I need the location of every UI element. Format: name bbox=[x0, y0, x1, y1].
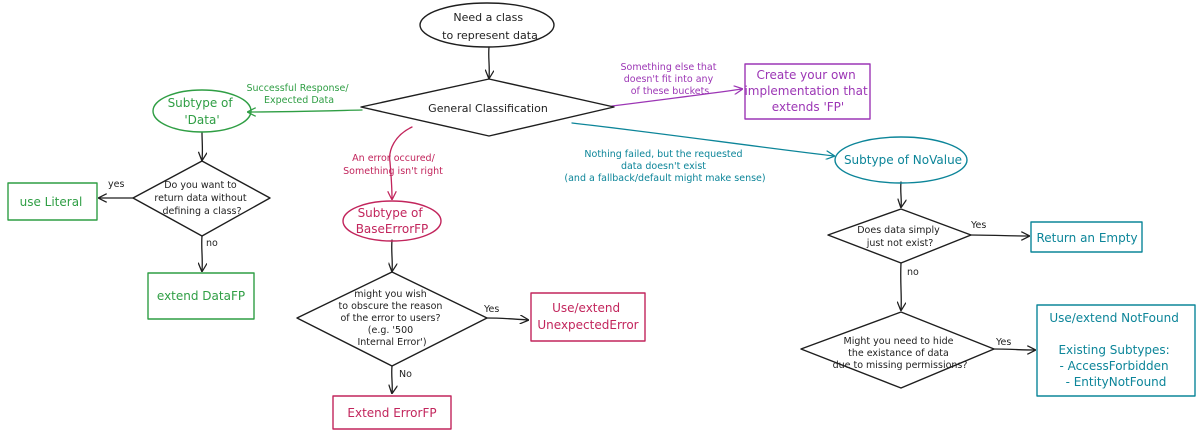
node-return-empty[interactable]: Return an Empty bbox=[1030, 221, 1143, 253]
svg-text:Might you need to hide: Might you need to hide the existance of … bbox=[833, 336, 968, 371]
node-obscureq-line: might you wish bbox=[354, 289, 427, 300]
node-notexistq-line: Does data simply bbox=[857, 225, 940, 236]
node-unexpected-line: Use/extend bbox=[552, 301, 620, 315]
edge-general-to-novalue bbox=[571, 122, 834, 156]
label-yes-empty: Yes bbox=[970, 220, 986, 231]
node-start[interactable]: Need a class to represent data bbox=[419, 2, 555, 48]
node-novalue-line: Subtype of NoValue bbox=[844, 153, 962, 167]
edge-general-to-data bbox=[248, 110, 363, 112]
node-notfound-line: - EntityNotFound bbox=[1066, 375, 1167, 389]
node-data-line: 'Data' bbox=[184, 113, 219, 127]
node-extend-datafp[interactable]: extend DataFP bbox=[147, 272, 255, 320]
node-literal-line: use Literal bbox=[20, 195, 83, 209]
node-subtype-novalue[interactable]: Subtype of NoValue bbox=[834, 136, 968, 184]
svg-text:extend DataFP: extend DataFP bbox=[157, 289, 245, 303]
node-obscureq-line: of the error to users? bbox=[340, 313, 440, 324]
edge-notexistq-to-hideq bbox=[901, 262, 902, 310]
label-no-errorfp: No bbox=[399, 369, 412, 380]
node-returnq-line: defining a class? bbox=[162, 206, 241, 217]
svg-text:Do you want to return: Do you want to return data without defin… bbox=[154, 180, 249, 217]
svg-text:General Classification: General Classification bbox=[428, 102, 548, 115]
node-empty-line: Return an Empty bbox=[1036, 231, 1137, 245]
svg-text:Return an Empty: Return an Empty bbox=[1036, 231, 1137, 245]
node-hideq-line: the existance of data bbox=[848, 348, 949, 359]
edge-obscureq-to-errorfp bbox=[392, 365, 393, 393]
edge-start-to-general bbox=[489, 46, 490, 78]
label-no-datafp: no bbox=[206, 238, 218, 249]
node-use-literal[interactable]: use Literal bbox=[7, 182, 98, 221]
svg-text:Subtype of BaseErrorFP: Subtype of BaseErrorFP bbox=[356, 206, 429, 236]
node-general-line: General Classification bbox=[428, 102, 548, 115]
nodes: Need a class to represent data General C… bbox=[7, 2, 1196, 430]
svg-text:Subtype of 'Data': Subtype of 'Data' bbox=[168, 96, 237, 127]
edge-labels: Successful Response/ Expected Data Somet… bbox=[108, 62, 1011, 380]
node-custom-line: Create your own bbox=[756, 68, 855, 82]
node-hideq-line: Might you need to hide bbox=[844, 336, 954, 347]
node-obscureq-line: (e.g. '500 bbox=[368, 325, 413, 336]
svg-text:Subtype of NoValue: Subtype of NoValue bbox=[844, 153, 962, 167]
svg-text:Does data simply just: Does data simply just not exist? bbox=[857, 225, 943, 249]
edges bbox=[99, 46, 1035, 393]
node-return-data-question[interactable]: Do you want to return data without defin… bbox=[132, 160, 271, 237]
node-obscureq-line: Internal Error') bbox=[357, 337, 426, 348]
svg-text:Extend ErrorFP: Extend ErrorFP bbox=[347, 406, 436, 420]
node-obscureq-line: to obscure the reason bbox=[339, 301, 443, 312]
edge-general-to-baseerror bbox=[390, 126, 413, 199]
node-notfound-line: - AccessForbidden bbox=[1060, 359, 1169, 373]
node-general-classification[interactable]: General Classification bbox=[360, 78, 615, 137]
node-returnq-line: return data without bbox=[154, 193, 246, 204]
label-something-else: Something else that doesn't fit into any… bbox=[620, 62, 719, 97]
edge-notexistq-to-empty bbox=[969, 235, 1029, 236]
node-notfound-line: Existing Subtypes: bbox=[1058, 343, 1169, 357]
node-returnq-line: Do you want to bbox=[164, 180, 237, 191]
svg-text:might you wish to obsc: might you wish to obscure the reason of … bbox=[339, 289, 446, 348]
node-not-exist-question[interactable]: Does data simply just not exist? bbox=[827, 208, 972, 264]
node-unexpected-line: UnexpectedError bbox=[537, 318, 638, 332]
svg-text:Create your own implem: Create your own implementation that exte… bbox=[744, 68, 871, 114]
node-errorfp-line: Extend ErrorFP bbox=[347, 406, 436, 420]
svg-text:Use/extend NotFound: Use/extend NotFound Existing Subtypes: -… bbox=[1049, 311, 1182, 389]
node-datafp-line: extend DataFP bbox=[157, 289, 245, 303]
label-error: An error occured/ Something isn't right bbox=[343, 153, 443, 177]
label-yes-unexpected: Yes bbox=[483, 304, 499, 315]
edge-baseerror-to-obscureq bbox=[392, 239, 393, 271]
label-yes-literal: yes bbox=[108, 179, 124, 190]
svg-text:use Literal: use Literal bbox=[20, 195, 83, 209]
label-success: Successful Response/ Expected Data bbox=[246, 83, 351, 106]
edge-novalue-to-notexistq bbox=[901, 181, 902, 207]
node-baseerror-line: BaseErrorFP bbox=[356, 222, 429, 236]
node-start-line: Need a class bbox=[453, 11, 523, 24]
edge-hideq-to-notfound bbox=[992, 349, 1035, 350]
label-no-hide: no bbox=[907, 267, 919, 278]
edge-general-to-custom bbox=[611, 89, 742, 107]
node-notexistq-line: just not exist? bbox=[866, 238, 934, 249]
node-obscure-question[interactable]: might you wish to obscure the reason of … bbox=[296, 271, 488, 367]
node-baseerror-line: Subtype of bbox=[358, 206, 424, 220]
node-notfound-line: Use/extend NotFound bbox=[1049, 311, 1179, 325]
node-unexpected-error[interactable]: Use/extend UnexpectedError bbox=[530, 292, 646, 342]
node-hideq-line: due to missing permissions? bbox=[833, 360, 968, 371]
node-extend-errorfp[interactable]: Extend ErrorFP bbox=[332, 395, 452, 430]
node-create-own[interactable]: Create your own implementation that exte… bbox=[744, 63, 871, 120]
node-notfound[interactable]: Use/extend NotFound Existing Subtypes: -… bbox=[1036, 304, 1196, 397]
label-yes-notfound: Yes bbox=[995, 337, 1011, 348]
svg-text:Need a class to repres: Need a class to represent data bbox=[442, 11, 538, 42]
node-custom-line: extends 'FP' bbox=[772, 100, 844, 114]
node-custom-line: implementation that bbox=[744, 84, 868, 98]
node-subtype-baseerror[interactable]: Subtype of BaseErrorFP bbox=[342, 200, 442, 242]
edge-obscureq-to-unexpected bbox=[485, 318, 528, 320]
edge-returnq-to-datafp bbox=[202, 235, 203, 271]
node-hide-question[interactable]: Might you need to hide the existance of … bbox=[800, 311, 995, 389]
node-subtype-data[interactable]: Subtype of 'Data' bbox=[152, 89, 252, 133]
label-nothing-failed: Nothing failed, but the requested data d… bbox=[564, 149, 765, 184]
node-start-line: to represent data bbox=[442, 29, 538, 42]
node-data-line: Subtype of bbox=[168, 96, 234, 110]
svg-text:Use/extend UnexpectedE: Use/extend UnexpectedError bbox=[537, 301, 638, 332]
